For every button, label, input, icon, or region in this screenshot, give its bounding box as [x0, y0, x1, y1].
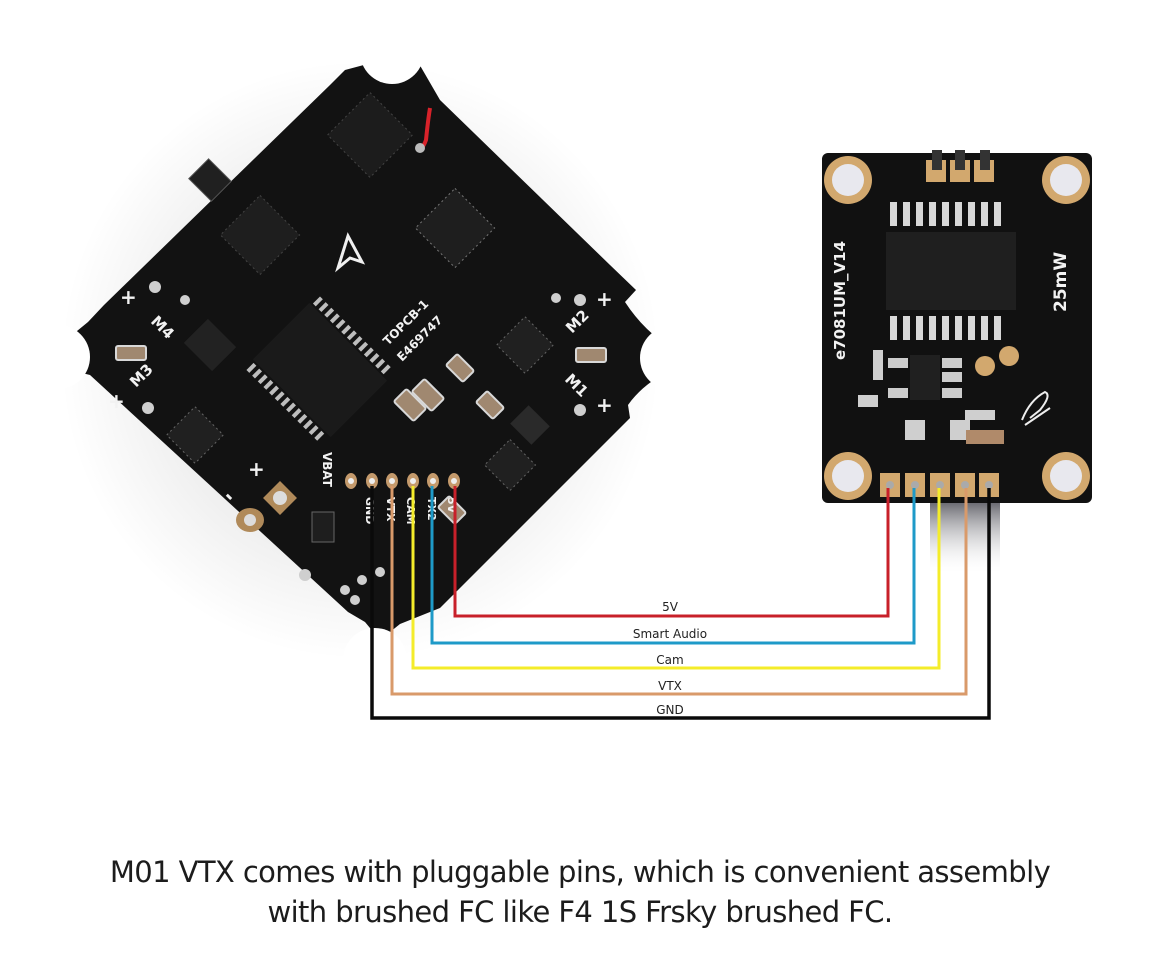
mounting-hole [360, 20, 424, 84]
solder-joint [415, 143, 425, 153]
wire-label-5v: 5V [662, 600, 679, 614]
mounting-hole [26, 325, 90, 389]
chip-mosfet-m1 [483, 438, 537, 492]
arrow-logo-icon [335, 232, 366, 273]
vtx-pad [975, 356, 995, 376]
mounting-hole [640, 326, 704, 390]
vtx-regulator-chip [888, 355, 962, 400]
wire-5v [453, 486, 890, 618]
vtx-pin-header [880, 473, 999, 497]
chip-mosfet-m3 [166, 406, 224, 464]
chip-gyro [414, 187, 496, 269]
chip-mosfet-m2 [496, 316, 554, 374]
pin-label-cam: CAM [404, 497, 417, 525]
vtx-model-label: e7081UM_V14 [831, 241, 849, 360]
chip-mosfet-m4 [183, 318, 237, 372]
vtx-power-label: 25mW [1051, 252, 1071, 312]
fc-pin-header [345, 473, 460, 489]
flight-controller-board: M4 M3 M2 M1 + + + + + - VBAT TOPCB-1 E46… [26, 20, 704, 692]
chip-driver [219, 194, 301, 276]
solder-pads [142, 281, 586, 605]
signature-logo-icon [1021, 390, 1051, 426]
wire-label-cam: Cam [656, 653, 683, 667]
vtx-main-chip [886, 202, 1016, 340]
wire-vtx [390, 486, 968, 696]
vbat-label: VBAT [320, 452, 334, 488]
chip-regulator [510, 405, 550, 445]
regulator-ic [311, 511, 335, 543]
vtx-pad [999, 346, 1019, 366]
battery-plus-label: + [248, 457, 265, 481]
vtx-board: e7081UM_V14 25mW [822, 150, 1092, 575]
motor-pad-plus-m4: + [120, 285, 137, 309]
wire-label-gnd: GND [656, 703, 684, 717]
mounting-hole [343, 628, 407, 692]
battery-pad-negative [236, 508, 264, 532]
wire-gnd [370, 486, 991, 720]
vtx-antenna-pads [926, 150, 994, 182]
caption-line-2: with brushed FC like F4 1S Frsky brushed… [267, 895, 893, 929]
caption-line-1: M01 VTX comes with pluggable pins, which… [109, 855, 1051, 889]
wire-label-vtx: VTX [658, 679, 682, 693]
wires [370, 486, 991, 720]
wire-smart-audio [430, 486, 916, 645]
chip-rx [326, 91, 414, 179]
fc-pcb-body [66, 62, 660, 640]
wire-label-smart-audio: Smart Audio [633, 627, 707, 641]
motor-pad-plus-m1: + [596, 393, 613, 417]
motor-pad-plus-m2: + [596, 287, 613, 311]
capacitors [115, 345, 607, 525]
vtx-mounting-holes [824, 156, 1090, 500]
vtx-passives [858, 350, 1004, 444]
pin-label-gnd: GND [363, 497, 376, 524]
battery-pad-positive [263, 481, 297, 515]
motor-pad-plus-m3: + [108, 389, 125, 413]
chip-mcu [246, 296, 391, 441]
chip-mosfet-2 [188, 158, 232, 202]
wire-cam [411, 486, 941, 670]
